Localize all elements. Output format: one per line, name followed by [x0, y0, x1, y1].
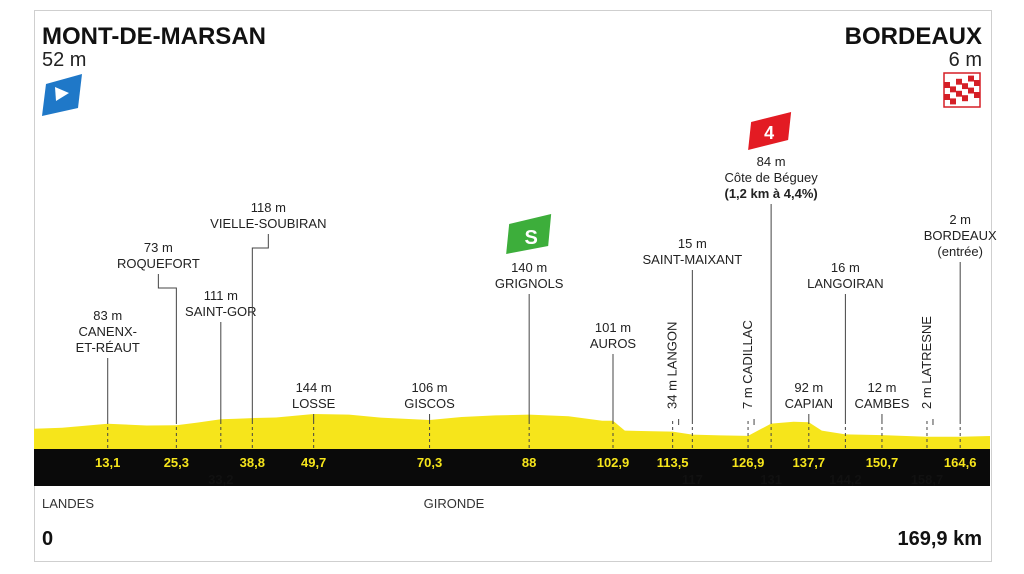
finish-flag-square — [950, 92, 956, 99]
waypoint-altitude: 111 m — [204, 288, 238, 303]
distance-start: 0 — [42, 528, 53, 550]
km-label: 113,5 — [657, 455, 689, 470]
finish-city: BORDEAUX — [845, 23, 982, 50]
finish-flag-square — [950, 80, 956, 87]
finish-flag-square — [974, 92, 980, 98]
km-label: 33,2 — [208, 472, 233, 487]
waypoint-name: CAPIAN — [785, 396, 833, 411]
distance-total: 169,9 km — [897, 528, 982, 550]
waypoint-vertical-label: 34 m LANGON — [665, 322, 680, 409]
finish-flag-square — [962, 89, 968, 96]
waypoint-name: SAINT-MAIXANT — [642, 252, 742, 267]
finish-checkered-flag-icon — [943, 72, 981, 108]
waypoint-vertical-label: 2 m LATRESNE — [919, 316, 934, 409]
km-label: 158,7 — [911, 472, 944, 487]
km-label: 126,9 — [732, 455, 765, 470]
waypoint-name: GRIGNOLS — [495, 276, 564, 291]
waypoint-name: LOSSE — [292, 396, 336, 411]
start-flag-icon — [42, 74, 82, 116]
finish-flag-square — [974, 80, 980, 86]
finish-flag-square — [974, 86, 980, 92]
waypoint-leader-line — [157, 274, 177, 421]
waypoint-altitude: 118 m — [251, 200, 286, 215]
waypoint-name: Côte de Béguey — [724, 170, 818, 185]
finish-flag-square — [974, 74, 980, 80]
finish-flag-square — [956, 96, 962, 103]
km-label: 13,1 — [95, 455, 120, 470]
finish-flag-square — [962, 83, 968, 90]
waypoint-leader-line — [251, 234, 269, 421]
start-city: MONT-DE-MARSAN — [42, 23, 266, 50]
climb-category-marker-icon: 4 — [748, 112, 792, 150]
finish-flag-square — [968, 87, 974, 94]
waypoint-name: ET-RÉAUT — [76, 340, 140, 355]
region-label-landes: LANDES — [42, 496, 94, 511]
waypoint-name: AUROS — [590, 336, 637, 351]
finish-flag-square — [956, 90, 962, 97]
finish-flag-square — [962, 77, 968, 84]
waypoint-name: BORDEAUX — [924, 228, 997, 243]
waypoint-altitude: 106 m — [411, 380, 447, 395]
waypoint-name: SAINT-GOR — [185, 304, 257, 319]
climb-category-label: 4 — [764, 123, 774, 143]
finish-flag-square — [968, 81, 974, 88]
waypoint-name: GISCOS — [404, 396, 455, 411]
km-label: 70,3 — [417, 455, 442, 470]
waypoint-altitude: 140 m — [511, 260, 547, 275]
finish-flag-square — [956, 84, 962, 91]
km-label: 137,7 — [793, 455, 826, 470]
finish-flag-square — [950, 86, 956, 93]
finish-flag-square — [968, 75, 974, 82]
waypoint-altitude: 144 m — [296, 380, 332, 395]
km-label: 38,8 — [240, 455, 265, 470]
waypoint-name: ROQUEFORT — [117, 256, 200, 271]
km-label: 144,2 — [829, 472, 862, 487]
waypoint-detail: (1,2 km à 4,4%) — [725, 186, 818, 201]
km-label: 117 — [682, 472, 703, 487]
start-altitude: 52 m — [42, 49, 86, 71]
finish-flag-square — [956, 78, 962, 85]
elevation-profile — [34, 414, 990, 449]
km-label: 150,7 — [866, 455, 899, 470]
waypoint-altitude: 12 m — [868, 380, 897, 395]
finish-flag-border — [943, 72, 981, 108]
waypoint-altitude: 84 m — [757, 154, 786, 169]
waypoint-name: LANGOIRAN — [807, 276, 884, 291]
waypoint-altitude: 15 m — [678, 236, 707, 251]
waypoint-name: VIELLE-SOUBIRAN — [210, 216, 326, 231]
region-label-gironde: GIRONDE — [424, 496, 485, 511]
km-label: 131 — [760, 472, 782, 487]
finish-altitude: 6 m — [949, 49, 982, 71]
finish-flag-square — [944, 94, 950, 100]
sprint-marker-label: S — [524, 227, 537, 249]
waypoint-altitude: 83 m — [93, 308, 122, 323]
km-label: 88 — [522, 455, 536, 470]
waypoint-name: (entrée) — [937, 244, 983, 259]
km-label: 25,3 — [164, 455, 189, 470]
finish-flag-square — [944, 88, 950, 94]
distance-bar — [34, 449, 990, 486]
finish-flag-square — [944, 100, 950, 106]
waypoint-altitude: 101 m — [595, 320, 631, 335]
finish-flag-square — [944, 82, 950, 88]
waypoint-vertical-label: 7 m CADILLAC — [740, 320, 755, 409]
finish-flag-square — [950, 98, 956, 105]
waypoint-name: CAMBES — [855, 396, 910, 411]
sprint-marker-icon: S — [506, 214, 552, 254]
finish-flag-square — [968, 93, 974, 100]
waypoint-altitude: 16 m — [831, 260, 860, 275]
km-label: 102,9 — [597, 455, 630, 470]
km-label: 49,7 — [301, 455, 326, 470]
km-label: 164,6 — [944, 455, 977, 470]
finish-flag-square — [962, 95, 968, 102]
waypoint-name: CANENX- — [78, 324, 137, 339]
waypoint-altitude: 2 m — [949, 212, 971, 227]
waypoint-altitude: 92 m — [794, 380, 823, 395]
waypoint-altitude: 73 m — [144, 240, 173, 255]
